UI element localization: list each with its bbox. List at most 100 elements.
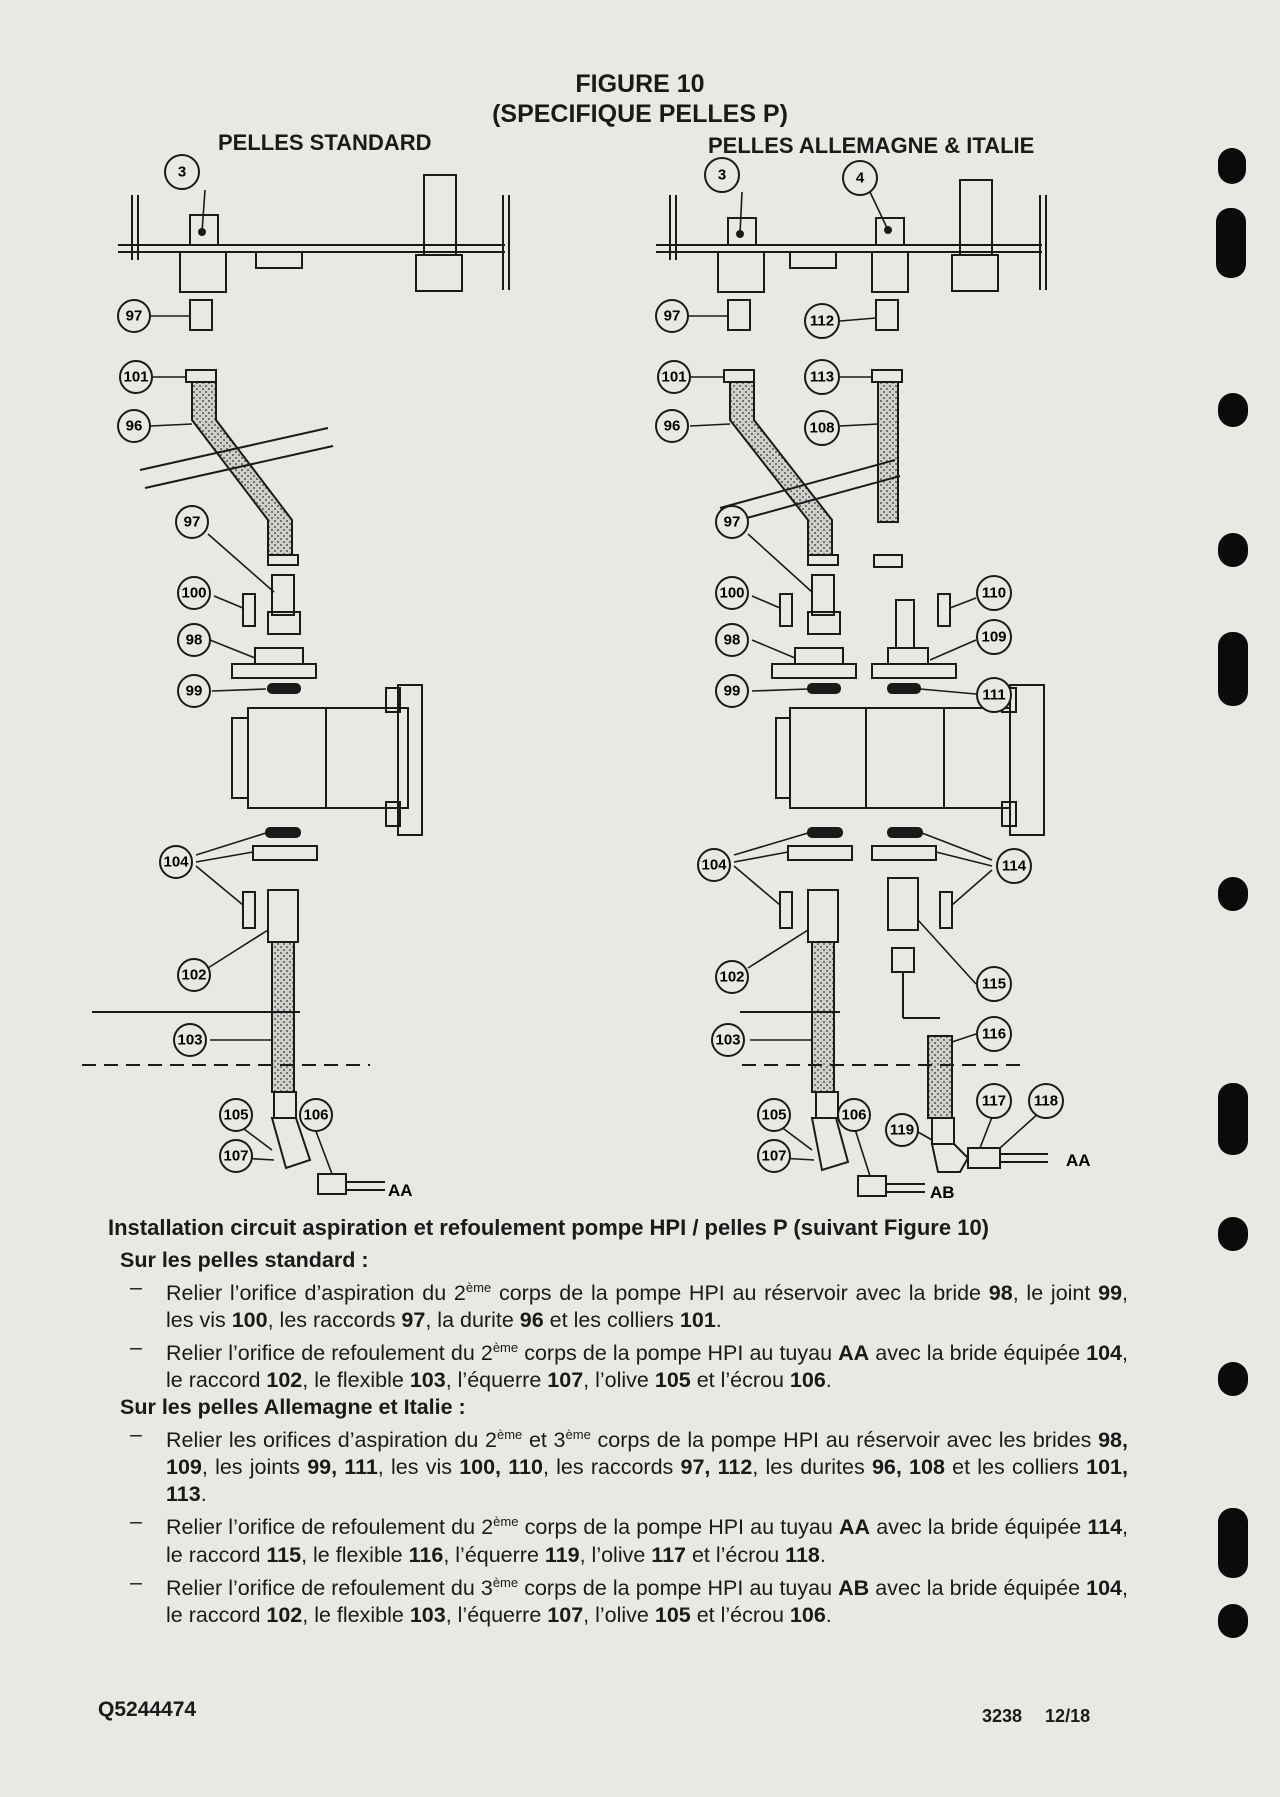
right-hose-103: [811, 941, 835, 1093]
callout-106: [299, 1098, 333, 1132]
binder-hole: [1218, 148, 1246, 184]
callout-label: 116: [982, 1026, 1006, 1043]
instruction-item: –Relier l’orifice de refoulement du 2ème…: [130, 1508, 1128, 1568]
callout-label: 97: [126, 308, 143, 325]
bullet-dash: –: [130, 1422, 142, 1447]
right-callouts: [655, 157, 1064, 1173]
binder-hole: [1218, 1362, 1248, 1396]
callout-label: 97: [664, 308, 681, 325]
callout-102: [715, 960, 749, 994]
left-callouts: [117, 154, 333, 1173]
callout-label: 101: [661, 369, 686, 386]
left-diagram-title: PELLES STANDARD: [218, 130, 432, 155]
right-hose-116: [927, 1035, 953, 1119]
pipe-label-aa-right: AA: [1066, 1151, 1091, 1170]
left-elbow-107: [270, 1117, 312, 1170]
instruction-item: –Relier l’orifice de refoulement du 3ème…: [130, 1569, 1128, 1629]
callout-101: [657, 360, 691, 394]
callout-label: 105: [223, 1107, 248, 1124]
instruction-text: Relier l’orifice de refoulement du 2ème …: [166, 1514, 1129, 1567]
callout-117: [976, 1083, 1012, 1119]
bullet-dash: –: [130, 1275, 142, 1299]
callout-3: [164, 154, 200, 190]
instructions: Installation circuit aspiration et refou…: [108, 1214, 1128, 1629]
callout-label: 118: [1034, 1093, 1058, 1110]
callout-105: [757, 1098, 791, 1132]
callout-label: 3: [718, 167, 726, 184]
callout-98: [715, 623, 749, 657]
callout-119: [885, 1113, 919, 1147]
binder-hole: [1218, 1083, 1248, 1155]
callout-label: 119: [890, 1122, 914, 1139]
callout-label: 103: [177, 1032, 202, 1049]
binder-hole: [1218, 533, 1248, 567]
pipe-label-ab-right: AB: [930, 1183, 955, 1202]
callout-4: [842, 160, 878, 196]
left-assembly: [82, 174, 510, 1195]
left-fitting-102: [267, 889, 299, 943]
callout-104: [697, 848, 731, 882]
callout-97b: [715, 505, 749, 539]
instruction-text: Relier l’orifice de refoulement du 2ème …: [166, 1340, 1128, 1393]
section-title: Sur les pelles Allemagne et Italie :: [120, 1395, 466, 1420]
callout-label: 106: [841, 1107, 866, 1124]
callout-label: 97: [724, 514, 741, 531]
left-nut-106: [317, 1173, 347, 1195]
right-hose-108: [877, 381, 899, 523]
right-assembly: [656, 179, 1048, 1197]
instruction-text: Relier les orifices d’aspiration du 2ème…: [166, 1427, 1128, 1507]
callout-label: 104: [163, 854, 189, 871]
left-screw-104: [242, 891, 256, 929]
figure-title: FIGURE 10: [575, 70, 705, 98]
left-gasket-99: [267, 683, 301, 694]
callout-102: [177, 958, 211, 992]
bullet-dash: –: [130, 1569, 142, 1594]
callout-103: [711, 1023, 745, 1057]
callout-label: 98: [724, 632, 741, 649]
callout-label: 96: [664, 418, 681, 435]
callout-label: 107: [761, 1148, 786, 1165]
callout-label: 114: [1002, 858, 1027, 875]
callout-label: 105: [761, 1107, 786, 1124]
callout-114: [996, 848, 1032, 884]
callout-97: [655, 299, 689, 333]
left-screw-100: [242, 593, 256, 627]
callout-label: 101: [123, 369, 148, 386]
callout-104: [159, 845, 193, 879]
callout-label: 102: [719, 969, 744, 986]
callout-label: 108: [809, 420, 834, 437]
callout-label: 109: [981, 629, 1006, 646]
left-tank: [118, 174, 510, 293]
left-fitting-97-bottom: [271, 574, 295, 616]
callout-101: [119, 360, 153, 394]
callout-label: 100: [181, 585, 206, 602]
callout-97b: [175, 505, 209, 539]
exploded-diagram: 3 97 101 96 97 100 98 99 104 102 103 105…: [82, 154, 1091, 1202]
callout-99: [715, 674, 749, 708]
left-fitting-97-top: [189, 299, 213, 331]
callout-label: 112: [810, 313, 834, 330]
callout-107: [757, 1139, 791, 1173]
callout-label: 113: [810, 369, 834, 386]
doc-code: Q5244474: [98, 1698, 197, 1721]
callout-label: 98: [186, 632, 203, 649]
callout-112: [804, 303, 840, 339]
pipe-label-aa-left: AA: [388, 1181, 413, 1200]
right-diagram-title: PELLES ALLEMAGNE & ITALIE: [708, 133, 1035, 158]
callout-label: 96: [126, 418, 143, 435]
left-gasket-104: [265, 827, 301, 838]
callout-110: [976, 575, 1012, 611]
callout-100: [177, 576, 211, 610]
callout-98: [177, 623, 211, 657]
binder-hole: [1218, 1604, 1248, 1638]
left-pump: [231, 684, 423, 836]
left-hose-103: [271, 941, 295, 1093]
callout-97: [117, 299, 151, 333]
right-elbow-119: [930, 1143, 970, 1173]
callout-116: [976, 1016, 1012, 1052]
callout-103: [173, 1023, 207, 1057]
instruction-text: Relier l’orifice d’aspiration du 2ème co…: [166, 1280, 1129, 1333]
instruction-item: –Relier l’orifice d’aspiration du 2ème c…: [130, 1274, 1128, 1334]
bullet-dash: –: [130, 1509, 142, 1534]
callout-label: 100: [719, 585, 744, 602]
